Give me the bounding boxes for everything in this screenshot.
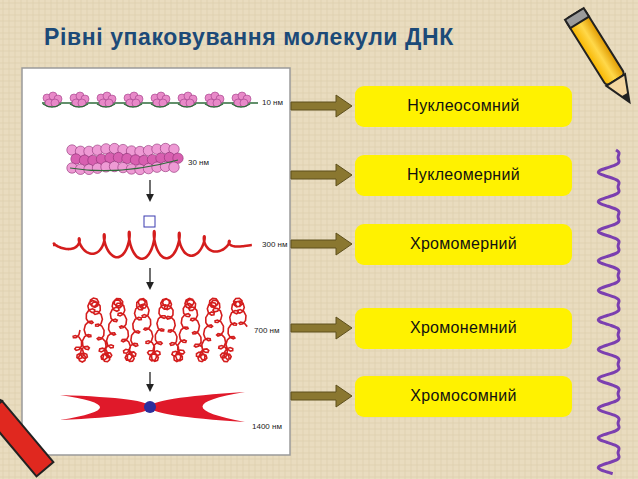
level-name: Хромомерний [410,235,517,253]
wavy-line [598,150,619,474]
arrow [291,233,352,255]
nucleosome [124,92,143,107]
level-name: Хромосомний [410,387,516,405]
nucleosome [205,92,224,107]
looped-fibre [53,231,252,259]
arrow [291,317,352,339]
dimension-label: 10 нм [262,98,283,107]
nucleosome [70,92,89,107]
level-box: Хромомерний [355,224,572,265]
nucleosome [97,92,116,107]
chromatin-fibre [67,143,183,174]
panel [22,68,290,455]
dimension-label: 30 нм [188,158,209,167]
nucleosome [178,92,197,107]
level-box: Нуклеомерний [355,155,572,196]
nucleosome [43,92,62,107]
dimension-label: 1400 нм [252,422,282,431]
pencil [565,8,638,108]
dimension-label: 700 нм [254,326,280,335]
level-box: Хромосомний [355,376,572,417]
down-arrow [149,180,150,198]
down-arrow [149,268,150,286]
nucleosome [232,92,251,107]
title: Рівні упаковування молекули ДНК [44,24,454,51]
zoom-square [144,216,155,227]
chromosome [60,392,245,422]
down-arrow [149,372,150,388]
arrow [291,385,352,407]
level-name: Нуклеосомний [407,97,519,115]
level-box: Нуклеосомний [355,86,572,127]
pencil [0,381,53,476]
dimension-label: 300 нм [262,240,288,249]
arrow [291,95,352,117]
level-box: Хромонемний [355,308,572,349]
arrow [291,164,352,186]
coiled-chromonema [73,298,247,362]
level-name: Хромонемний [410,319,517,337]
nucleosome [151,92,170,107]
level-name: Нуклеомерний [407,166,520,184]
